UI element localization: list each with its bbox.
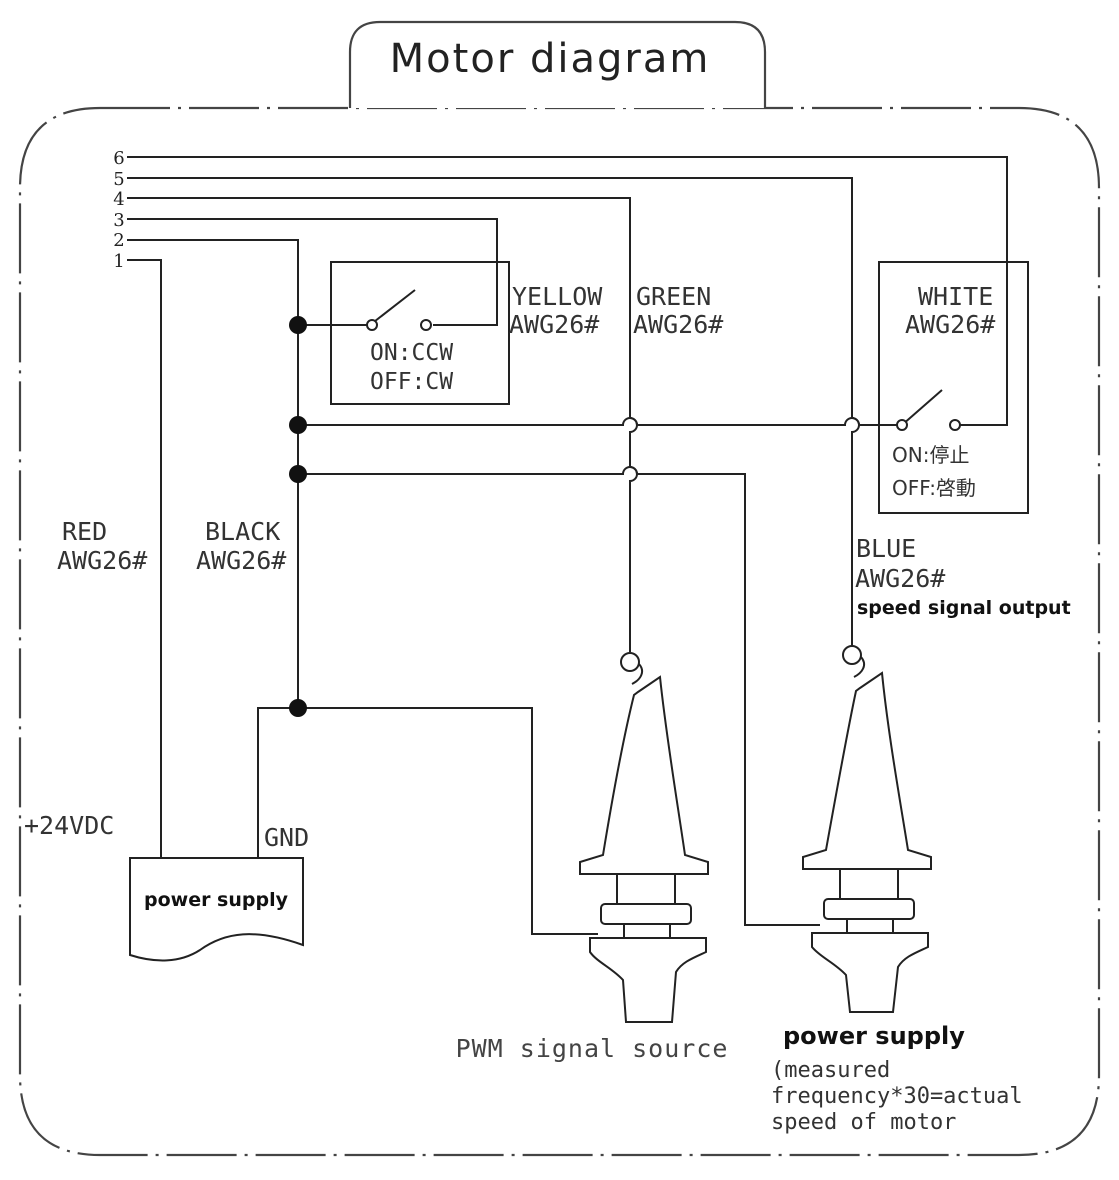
junction-dot [289, 416, 307, 434]
probe-body [802, 671, 932, 870]
probe-body [589, 937, 707, 1023]
stop-switch-box [878, 261, 1029, 514]
wire-number-3: 3 [113, 210, 124, 231]
probe-body [823, 898, 915, 920]
wire-number-5: 5 [113, 169, 124, 190]
direction-switch-on-label: ON:CCW [370, 340, 453, 366]
red-wire-gauge: AWG26# [57, 546, 147, 575]
switch-terminal [949, 419, 961, 431]
gnd-wire [257, 707, 598, 935]
probe-body [846, 918, 894, 934]
probe-body [839, 868, 899, 900]
black-wire-label: BLACK [205, 517, 280, 546]
switch-terminal [420, 319, 432, 331]
probe-hook-icon [620, 652, 640, 672]
probe-hook-icon [631, 663, 643, 685]
meter-note-line-1: (measured [771, 1058, 890, 1083]
white-wire-gauge: AWG26# [905, 310, 995, 339]
diagram-frame [18, 106, 1101, 1157]
stop-switch-on-label: ON:停止 [892, 443, 969, 467]
wire-number-6: 6 [113, 148, 124, 169]
blue-wire-gauge: AWG26# [855, 564, 945, 593]
black-wire-gauge: AWG26# [196, 546, 286, 575]
probe-body [616, 873, 676, 905]
wire-number-1: 1 [113, 251, 124, 272]
probe-hook-icon [842, 645, 862, 665]
direction-switch-box [330, 261, 510, 405]
wire-number-2: 2 [113, 230, 124, 251]
probe-body [623, 923, 671, 939]
stop-switch-off-label: OFF:啓動 [892, 476, 976, 500]
ground-terminal-label: GND [264, 823, 309, 852]
black-to-meter-ground [298, 466, 820, 926]
speed-signal-output-label: speed signal output [857, 597, 1071, 619]
power-supply-label: power supply [144, 889, 289, 911]
red-wire-label: RED [62, 517, 107, 546]
white-wire-label: WHITE [918, 282, 993, 311]
green-wire-label: GREEN [636, 282, 711, 311]
blue-wire-label: BLUE [856, 534, 916, 563]
meter-note-line-3: speed of motor [771, 1110, 956, 1135]
stop-switch-lever [901, 389, 943, 426]
pwm-source-label: PWM signal source [456, 1034, 729, 1063]
switch-terminal [366, 319, 378, 331]
power-supply-box [129, 857, 304, 962]
pwm-probe [579, 652, 709, 1023]
junction-dot [289, 699, 307, 717]
yellow-wire-label: YELLOW [512, 282, 603, 311]
switch-terminal [896, 419, 908, 431]
yellow-wire-gauge: AWG26# [509, 310, 599, 339]
probe-body [811, 932, 929, 1013]
meter-note-line-2: frequency*30=actual [771, 1084, 1023, 1109]
meter-probe [802, 645, 932, 1013]
meter-label: power supply [783, 1022, 965, 1050]
wire-3-yellow [127, 218, 498, 326]
positive-terminal-label: +24VDC [24, 811, 114, 840]
probe-body [579, 675, 709, 875]
green-wire-gauge: AWG26# [633, 310, 723, 339]
title-tab [348, 20, 767, 108]
wire-1-red [127, 259, 162, 858]
wire-number-4: 4 [113, 189, 124, 210]
direction-switch-off-label: OFF:CW [370, 369, 453, 395]
probe-hook-icon [853, 656, 865, 678]
wire-5-blue [127, 177, 860, 652]
direction-switch-lever [369, 289, 416, 326]
junction-dot [289, 316, 307, 334]
junction-dot [289, 465, 307, 483]
black-to-stop-switch [298, 417, 902, 426]
probe-body [600, 903, 692, 925]
wire-6-white [127, 156, 1008, 426]
wire-2-black [127, 239, 299, 708]
diagram-title: Motor diagram [390, 36, 711, 82]
